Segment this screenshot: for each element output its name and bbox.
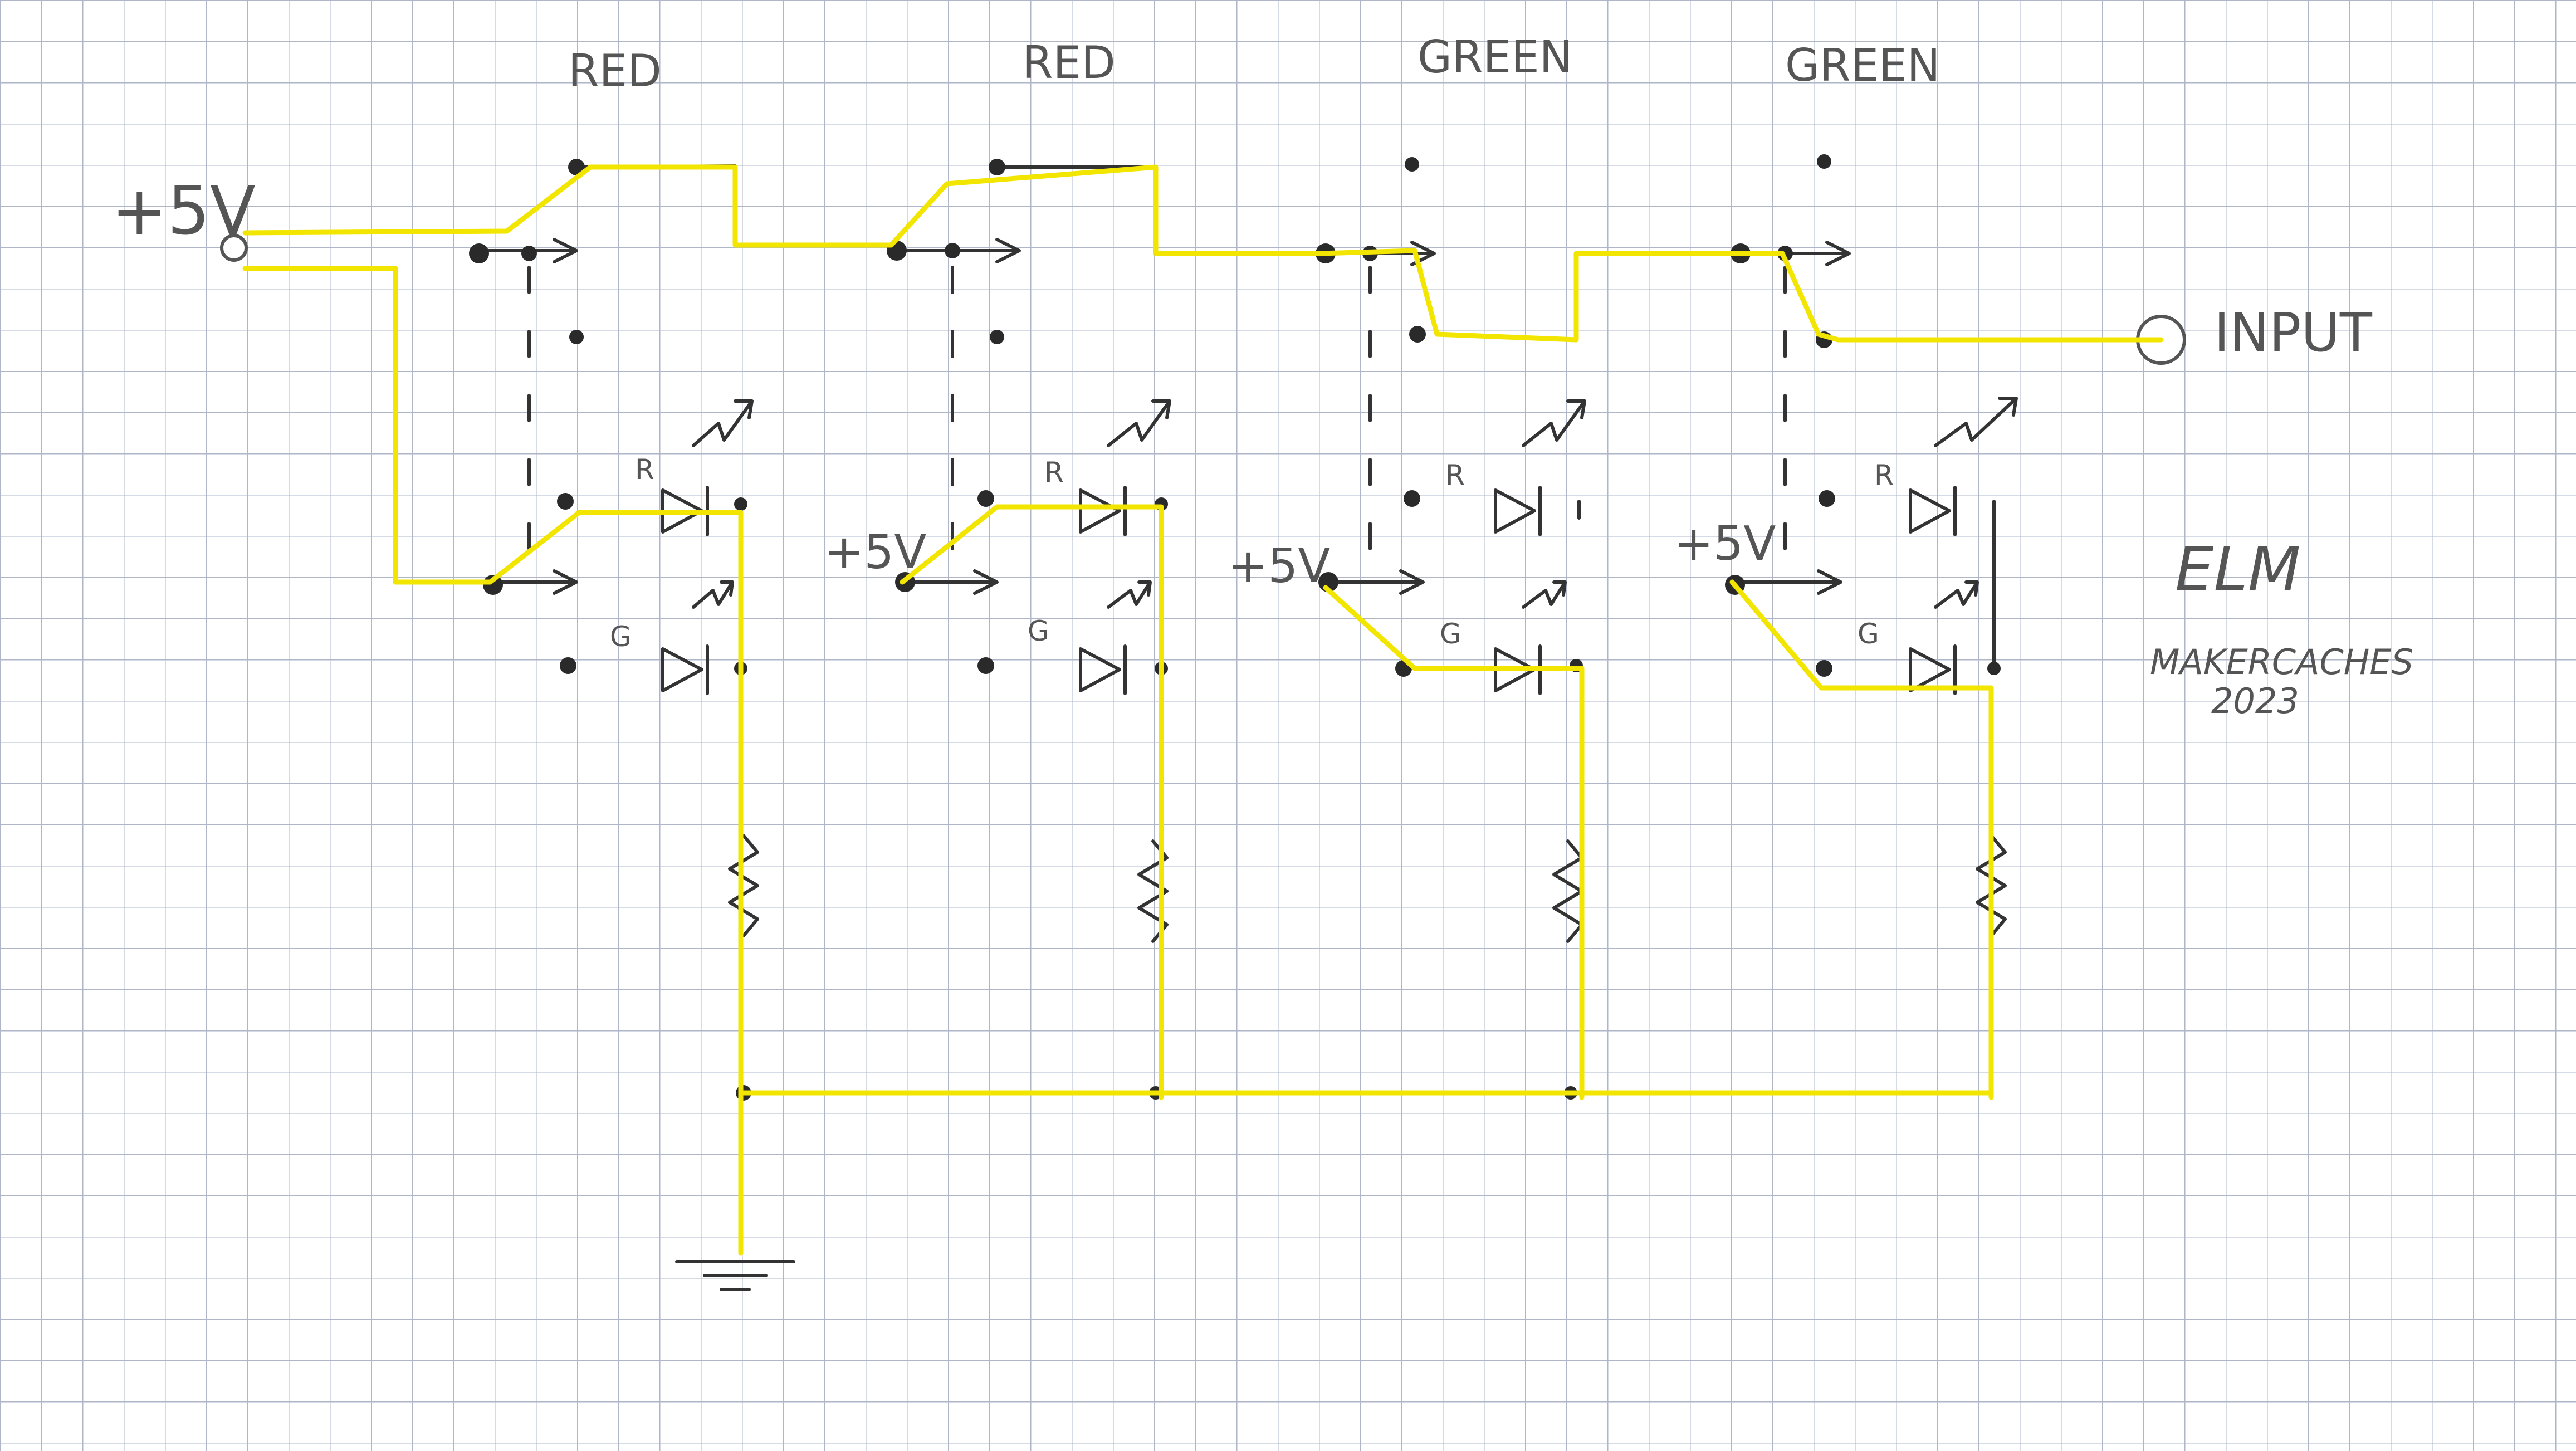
switch-label-4: GREEN — [1785, 40, 1940, 91]
switch-label-1: RED — [568, 45, 662, 97]
led-label-g-2: G — [1028, 615, 1049, 647]
signature-year: 2023 — [2211, 681, 2299, 721]
switch-contact-arrows — [472, 238, 1851, 595]
ground-icon — [675, 1260, 795, 1291]
led-label-r-3: R — [1445, 459, 1465, 491]
led-label-g-3: G — [1440, 618, 1461, 650]
supply-terminal-icon — [220, 234, 248, 262]
input-label: INPUT — [2214, 302, 2373, 364]
pencil-wiring — [527, 164, 2007, 943]
highlighted-current-path — [242, 164, 2164, 1256]
led-label-g-4: G — [1858, 618, 1879, 650]
led-symbols — [661, 397, 2018, 695]
supply-label-4: +5V — [1674, 516, 1776, 571]
led-label-g-1: G — [610, 621, 632, 653]
led-label-r-1: R — [635, 453, 654, 486]
switch-label-2: RED — [1022, 37, 1116, 89]
signature-credit: MAKERCACHES — [2150, 642, 2413, 682]
led-label-r-4: R — [1874, 459, 1894, 491]
switch-label-3: GREEN — [1417, 31, 1573, 83]
supply-label-3: +5V — [1228, 539, 1330, 594]
switch-contact-dots — [469, 154, 2001, 1101]
signature-initials: ELM — [2175, 534, 2301, 605]
supply-label-2: +5V — [824, 525, 926, 580]
led-label-r-2: R — [1044, 456, 1064, 488]
